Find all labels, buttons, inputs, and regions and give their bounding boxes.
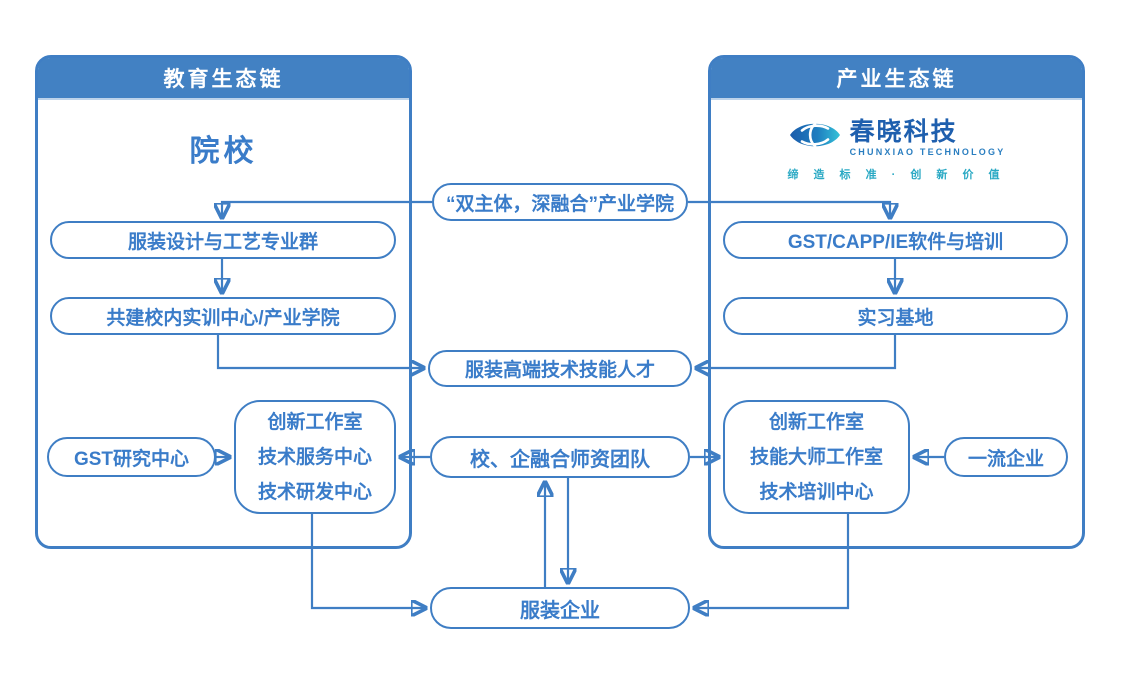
node-training-center: 共建校内实训中心/产业学院 xyxy=(50,297,396,335)
left-centers-line: 技术研发中心 xyxy=(257,481,372,503)
industry-chain-header: 产业生态链 xyxy=(711,58,1082,100)
company-name-en: CHUNXIAO TECHNOLOGY xyxy=(849,146,1006,157)
node-internship-base: 实习基地 xyxy=(723,297,1068,335)
company-logo: 春晓科技 CHUNXIAO TECHNOLOGY 缔 造 标 准 · 创 新 价… xyxy=(708,116,1085,182)
left-centers-line: 创新工作室 xyxy=(267,411,363,433)
node-garment-enterprise: 服装企业 xyxy=(430,587,690,629)
chunxiao-logo-icon xyxy=(788,116,842,159)
node-right-centers: 创新工作室 技能大师工作室 技术培训中心 xyxy=(723,400,910,514)
right-centers-line: 技能大师工作室 xyxy=(749,446,883,468)
company-tagline: 缔 造 标 准 · 创 新 价 值 xyxy=(787,169,1006,181)
right-centers-line: 技术培训中心 xyxy=(759,481,874,503)
education-chain-header: 教育生态链 xyxy=(38,58,409,100)
node-gst-research: GST研究中心 xyxy=(47,437,216,477)
node-industry-college: “双主体，深融合”产业学院 xyxy=(432,183,688,221)
company-name-cn: 春晓科技 xyxy=(849,117,958,146)
node-teacher-team: 校、企融合师资团队 xyxy=(430,436,690,478)
node-first-class-enterprise: 一流企业 xyxy=(944,437,1068,477)
college-title: 院校 xyxy=(189,135,258,168)
node-talents: 服装高端技术技能人才 xyxy=(428,350,692,387)
right-centers-line: 创新工作室 xyxy=(768,411,864,433)
node-software-training: GST/CAPP/IE软件与培训 xyxy=(723,221,1068,259)
node-major-group: 服装设计与工艺专业群 xyxy=(50,221,396,259)
left-centers-line: 技术服务中心 xyxy=(257,446,372,468)
node-left-centers: 创新工作室 技术服务中心 技术研发中心 xyxy=(234,400,396,514)
